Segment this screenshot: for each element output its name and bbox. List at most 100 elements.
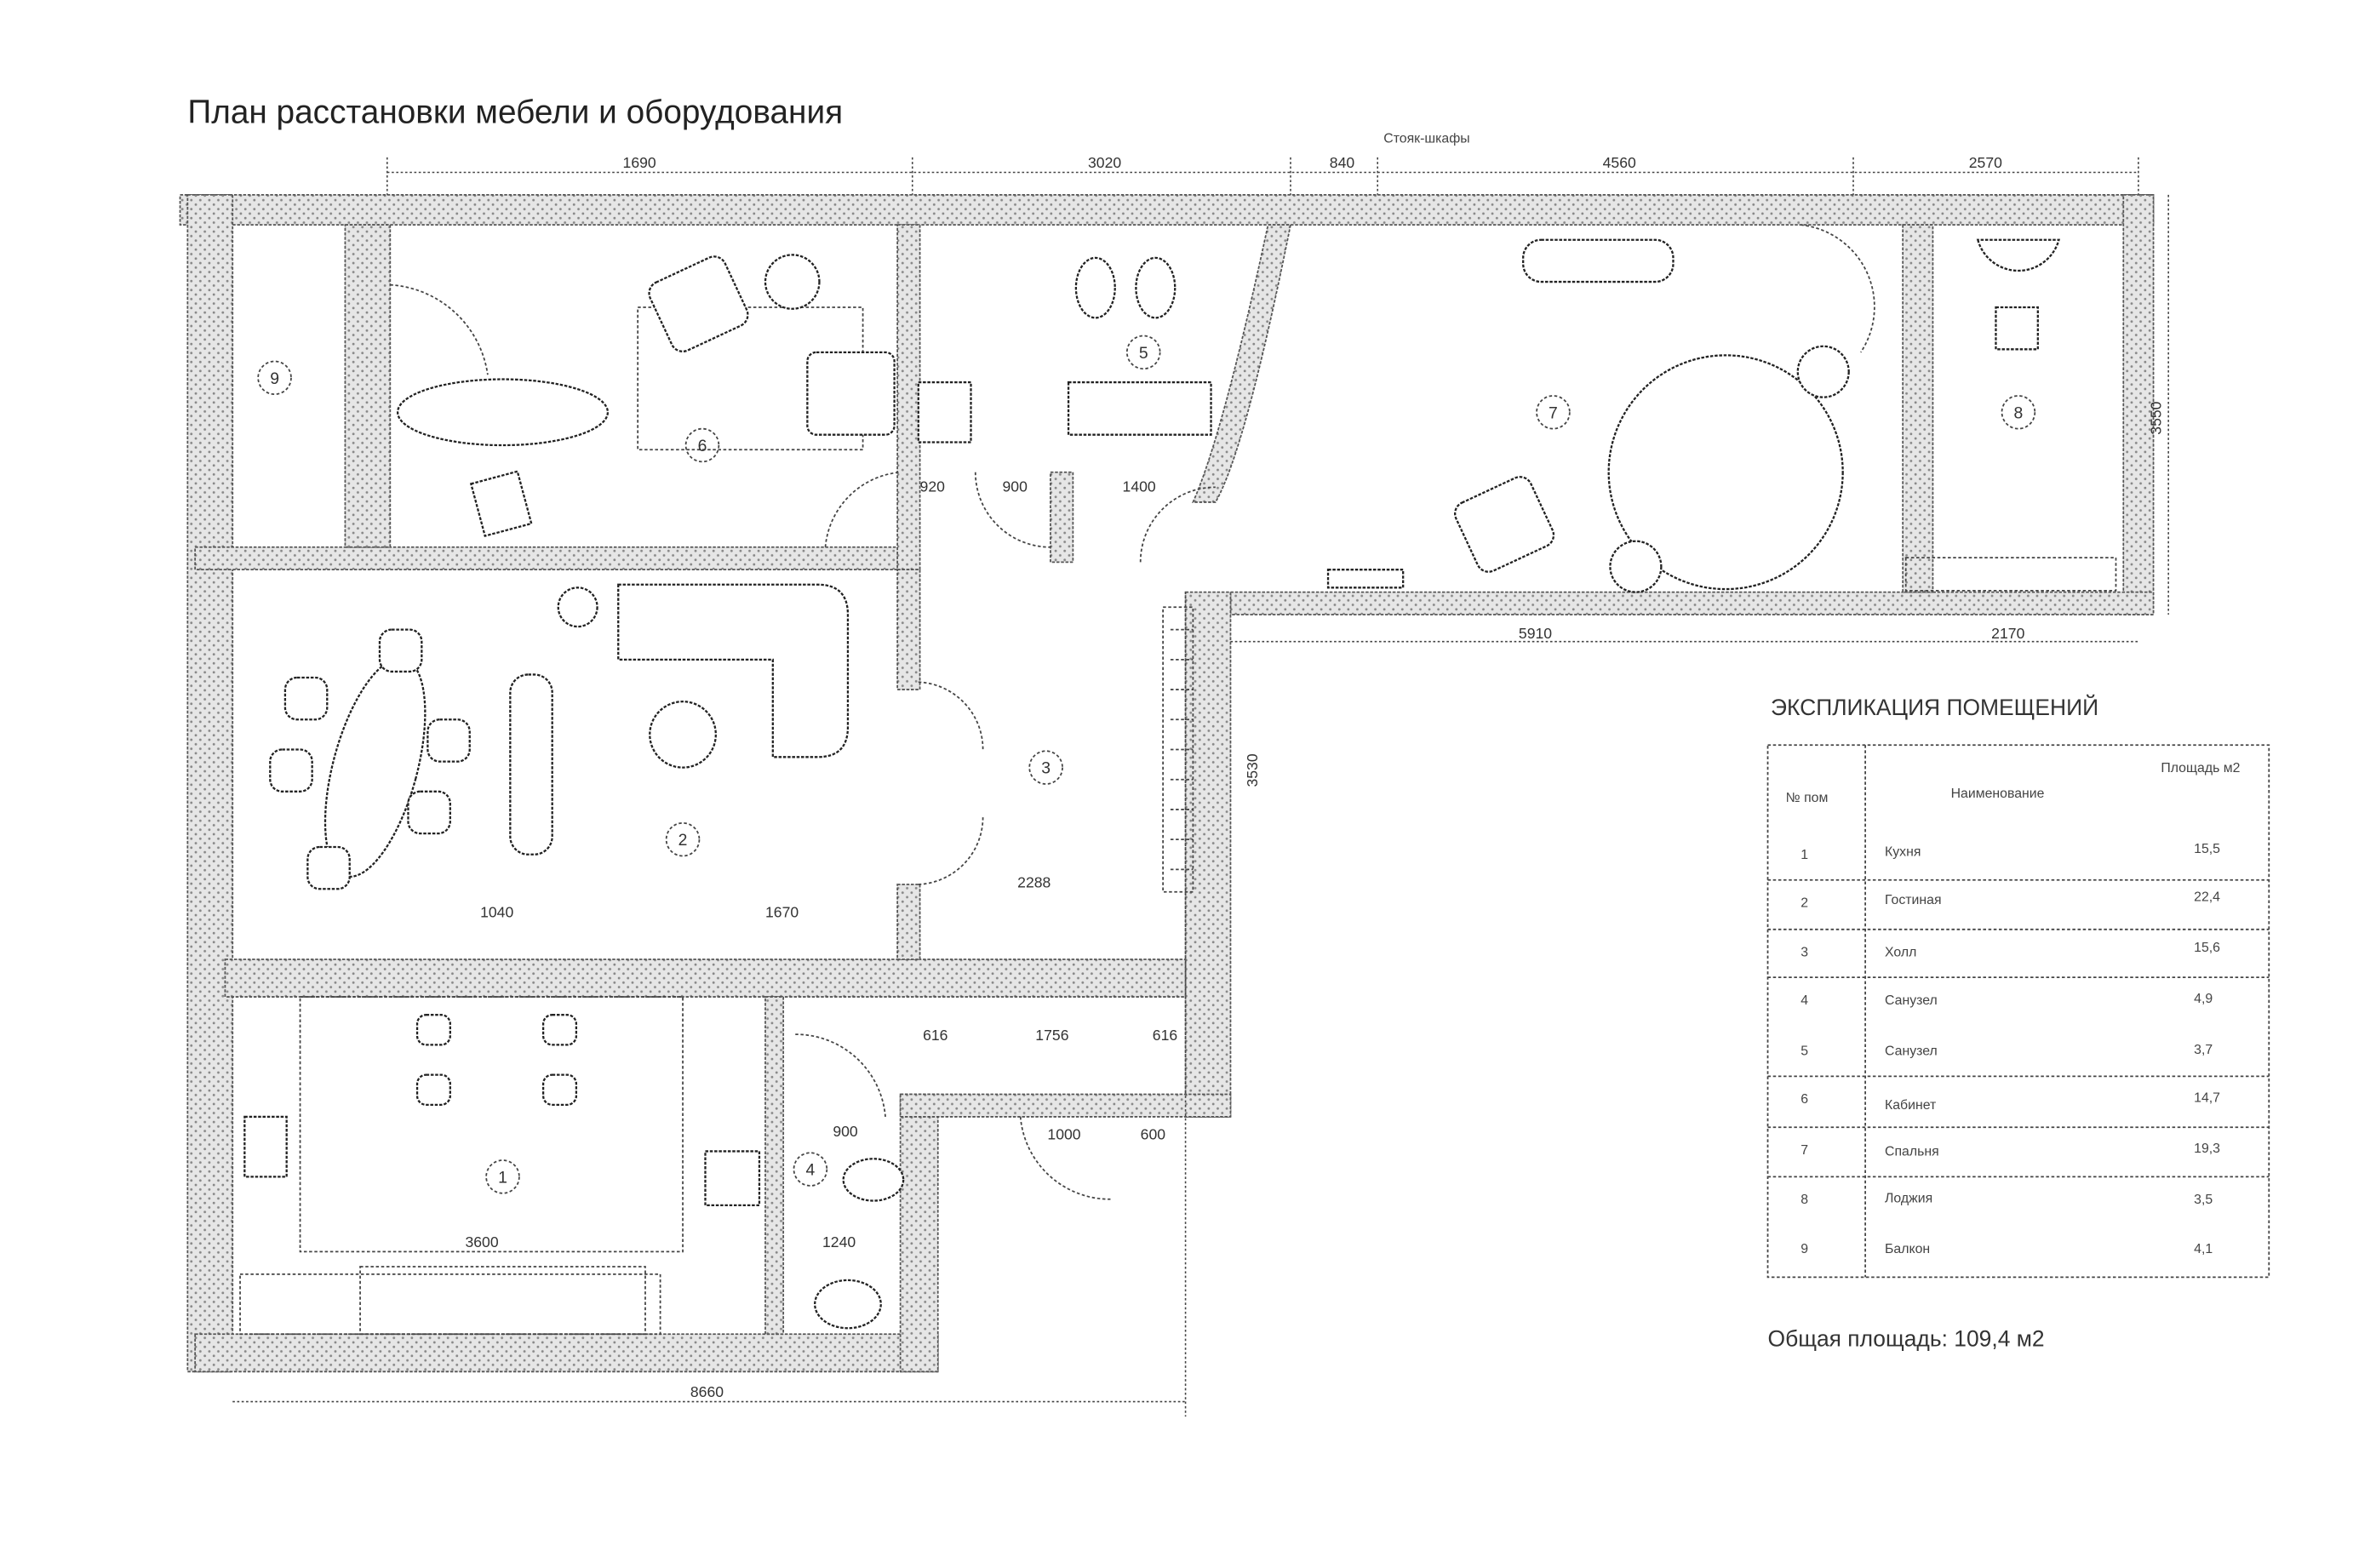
svg-text:Спальня: Спальня: [1885, 1145, 1939, 1159]
explication-table: ЭКСПЛИКАЦИЯ ПОМЕЩЕНИЙ № пом Наименование…: [1766, 695, 2270, 1351]
dim-label: 3600: [465, 1233, 498, 1250]
riser-note: Стояк-шкафы: [1383, 131, 1469, 146]
dim-label: 4560: [1603, 154, 1636, 171]
dim-label: 3020: [1088, 154, 1121, 171]
svg-text:9: 9: [1801, 1242, 1808, 1256]
svg-text:4: 4: [805, 1161, 815, 1180]
total-area: Общая площадь: 109,4 м2: [1768, 1325, 2045, 1351]
armchair: [648, 255, 749, 352]
kitchen-chair: [541, 1014, 578, 1046]
top-dimension-chain: 1690 3020 840 4560 2570: [386, 154, 2139, 203]
svg-text:2: 2: [1801, 896, 1808, 910]
loggia-table: [1976, 238, 2061, 272]
nightstand: [1796, 345, 1850, 398]
svg-text:8: 8: [2014, 403, 2024, 422]
room-labels: 1 2 3 4 5 6 7 8 9: [257, 335, 2036, 1194]
dim-label: 616: [1153, 1027, 1178, 1044]
dim-label: 1690: [623, 154, 656, 171]
table-row: 4 Санузел 4,9: [1801, 992, 2213, 1008]
side-table: [764, 254, 821, 310]
walls: [179, 194, 2155, 1373]
svg-text:2: 2: [678, 831, 688, 850]
dim-label: 900: [1003, 478, 1028, 495]
dim-label: 1400: [1123, 478, 1156, 495]
svg-text:3: 3: [1801, 946, 1808, 960]
svg-text:Холл: Холл: [1885, 946, 1916, 960]
dim-label: 1040: [480, 904, 513, 921]
svg-text:6: 6: [1801, 1092, 1808, 1107]
room-label-5: 5: [1125, 335, 1161, 370]
room-label-4: 4: [793, 1152, 828, 1187]
kitchen-chair: [415, 1073, 451, 1106]
plan-title: План расстановки мебели и оборудования: [187, 94, 843, 130]
explication-title: ЭКСПЛИКАЦИЯ ПОМЕЩЕНИЙ: [1771, 695, 2098, 720]
dim-label: 2570: [1969, 154, 2002, 171]
dim-label: 1756: [1035, 1027, 1068, 1044]
svg-text:4: 4: [1801, 993, 1808, 1008]
coffee-table: [649, 701, 717, 769]
table-row: 2 Гостиная 22,4: [1801, 890, 2220, 910]
svg-text:14,7: 14,7: [2194, 1090, 2220, 1105]
furniture: [243, 238, 2061, 1330]
dim-label: 2170: [1991, 625, 2024, 642]
svg-text:19,3: 19,3: [2194, 1142, 2220, 1156]
room-label-2: 2: [665, 821, 701, 857]
chair: [469, 470, 533, 538]
svg-text:5: 5: [1139, 344, 1148, 363]
svg-text:Санузел: Санузел: [1885, 993, 1938, 1008]
dim-label: 1670: [765, 904, 799, 921]
svg-text:Санузел: Санузел: [1885, 1044, 1938, 1059]
armchair: [1454, 476, 1555, 573]
kitchen-chair: [415, 1014, 451, 1046]
double-sink: [1067, 381, 1212, 436]
svg-text:7: 7: [1801, 1143, 1808, 1158]
washbasin: [814, 1279, 882, 1330]
table-row: 7 Спальня 19,3: [1801, 1142, 2220, 1159]
dim-label: 900: [833, 1123, 858, 1140]
chair: [427, 718, 471, 763]
dimensions: 5910 2170 8660 3550 3530 920 900 1400 22…: [232, 194, 2169, 1417]
dim-label: 2288: [1017, 874, 1051, 891]
chaise: [396, 378, 610, 447]
room-label-9: 9: [257, 360, 292, 396]
svg-text:5: 5: [1801, 1044, 1808, 1059]
dim-label: 3550: [2147, 401, 2164, 434]
dim-label: 8660: [690, 1383, 724, 1400]
sink: [243, 1115, 288, 1178]
washer: [917, 381, 972, 444]
svg-text:4,9: 4,9: [2194, 992, 2213, 1006]
svg-text:7: 7: [1549, 403, 1558, 422]
dim-label: 1240: [822, 1233, 856, 1250]
svg-text:Гостиная: Гостиная: [1885, 893, 1942, 907]
room-label-3: 3: [1028, 750, 1063, 785]
chair: [306, 845, 351, 890]
svg-text:15,6: 15,6: [2194, 941, 2220, 955]
svg-text:Лоджия: Лоджия: [1885, 1191, 1932, 1205]
header-area: Площадь м2: [2161, 761, 2240, 775]
svg-text:22,4: 22,4: [2194, 890, 2220, 904]
side-table: [557, 587, 598, 628]
header-num: № пом: [1786, 791, 1829, 805]
svg-text:4,1: 4,1: [2194, 1242, 2213, 1256]
room-label-8: 8: [2001, 395, 2036, 430]
room-label-7: 7: [1536, 395, 1571, 430]
table-row: 5 Санузел 3,7: [1801, 1043, 2213, 1059]
dresser: [1522, 238, 1675, 283]
tv-stand: [1326, 569, 1405, 589]
desk-chair: [806, 351, 896, 436]
svg-text:Балкон: Балкон: [1885, 1242, 1930, 1256]
bench: [509, 673, 553, 856]
dim-label: 1000: [1047, 1125, 1080, 1142]
round-bed: [1607, 354, 1844, 591]
dim-label: 3530: [1244, 753, 1261, 787]
svg-text:3: 3: [1041, 759, 1051, 778]
toilet: [842, 1158, 905, 1202]
svg-text:3,7: 3,7: [2194, 1043, 2213, 1057]
header-name: Наименование: [1951, 787, 2045, 801]
dim-label: 920: [920, 478, 946, 495]
toilet: [1074, 256, 1116, 319]
svg-text:9: 9: [270, 369, 279, 388]
